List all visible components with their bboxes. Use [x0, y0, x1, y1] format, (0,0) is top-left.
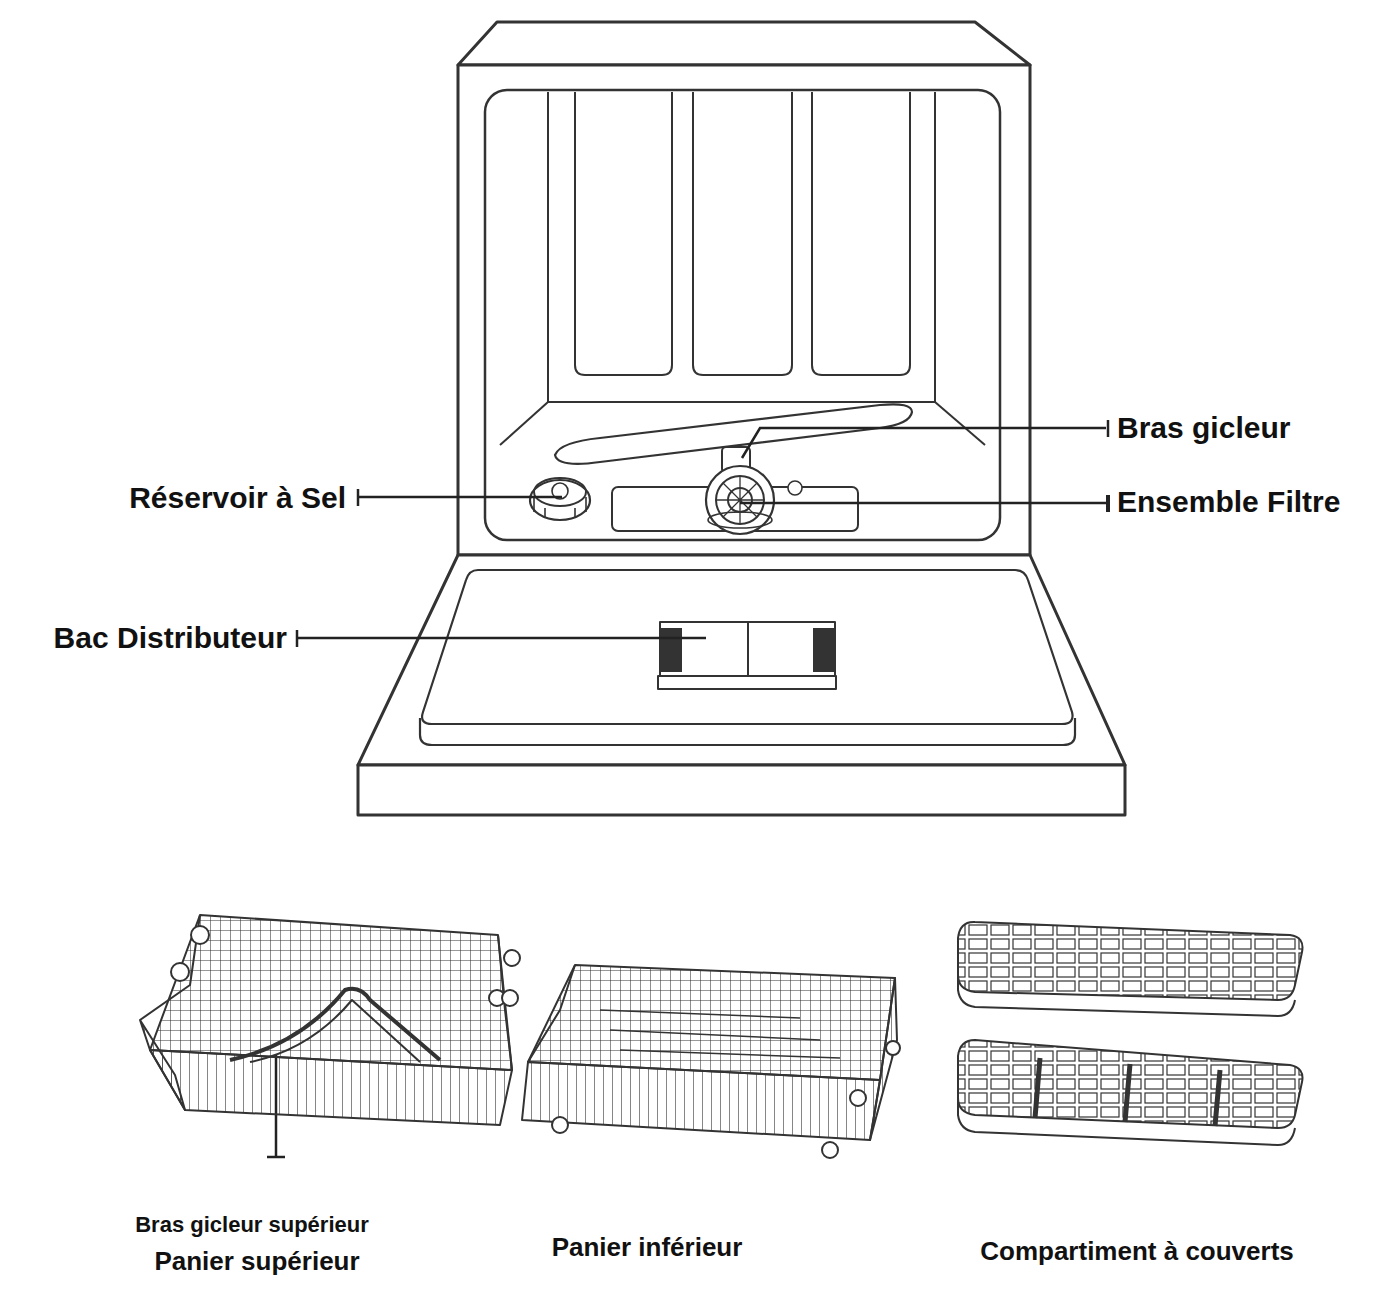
caption-label: Panier inférieur — [552, 1233, 743, 1263]
lower-basket — [522, 965, 900, 1158]
part-label: Réservoir à Sel — [129, 481, 346, 516]
caption-label: Panier supérieur — [154, 1247, 359, 1277]
caption-label: Compartiment à couverts — [980, 1237, 1294, 1267]
part-label: Ensemble Filtre — [1117, 485, 1340, 520]
part-label: Bac Distributeur — [54, 621, 287, 656]
cutlery-trays — [958, 922, 1303, 1145]
caption-label: Bras gicleur supérieur — [135, 1212, 369, 1237]
upper-basket — [140, 915, 520, 1125]
dishwasher-body — [358, 22, 1125, 815]
part-label: Bras gicleur — [1117, 411, 1290, 446]
